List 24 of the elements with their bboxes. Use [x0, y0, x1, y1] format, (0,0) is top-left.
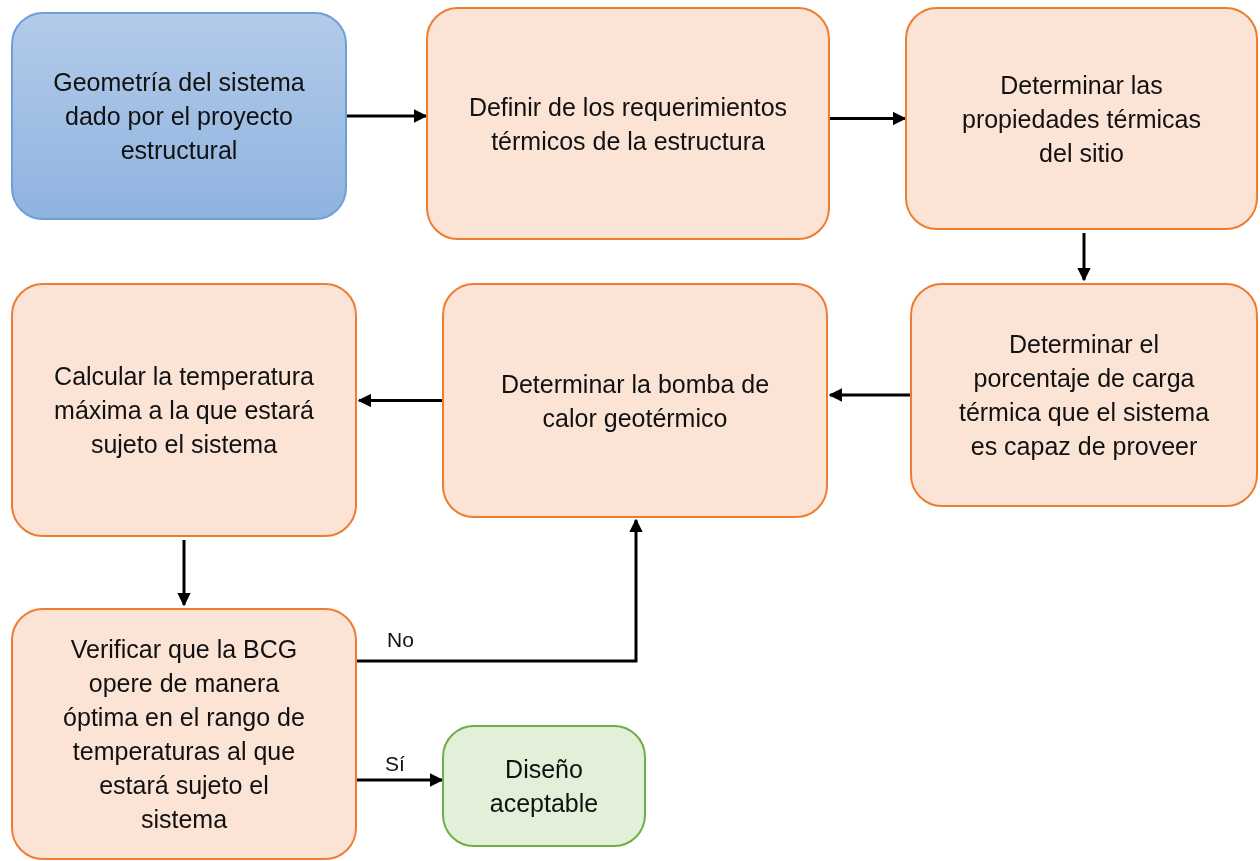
arrow: [1077, 233, 1091, 282]
node-text: Determinar las propiedades térmicas del sitio: [961, 69, 1202, 169]
start-box: [11, 12, 347, 220]
process-box: [11, 608, 357, 860]
node-text: Definir de los requerimientos térmicos de la estructura: [468, 91, 788, 157]
process-box: [905, 7, 1258, 230]
arrow: [830, 111, 907, 126]
arrow: [357, 773, 444, 787]
node-text: Diseño aceptable: [488, 754, 600, 819]
node-text: Verificar que la BCG opere de manera óptima en el rango de temperaturas al que estará sujeto el sistema: [62, 634, 306, 835]
arrow: [177, 540, 191, 607]
process-box: [442, 283, 828, 518]
arrow: [357, 393, 442, 408]
node-text: Determinar el porcentaje de carga térmica que el sistema es capaz de proveer: [957, 329, 1211, 462]
node-text: Geometría del sistema dado por el proyecto estructural: [53, 67, 305, 166]
arrow: [357, 518, 643, 663]
process-box: [910, 283, 1258, 507]
arrow: [347, 109, 428, 123]
process-box: [426, 7, 830, 240]
process-box: [11, 283, 357, 537]
arrow: [828, 388, 910, 402]
node-text: Calcular la temperatura máxima a la que estará sujeto el sistema: [53, 361, 315, 460]
node-text: Determinar la bomba de calor geotérmico: [499, 368, 771, 434]
end-box: [442, 725, 646, 847]
